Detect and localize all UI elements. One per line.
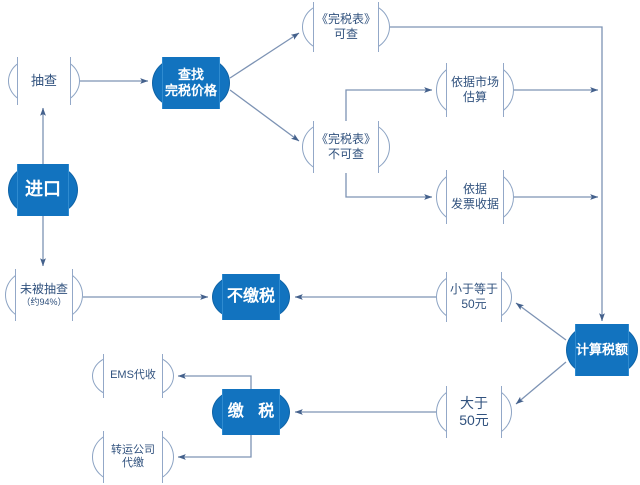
node-sublabel: （约94%）: [21, 296, 67, 307]
node-shape-body: [446, 63, 504, 117]
node-shape-body: [445, 272, 503, 322]
node-shape-body: [17, 164, 69, 216]
node-label: EMS代收: [110, 369, 156, 382]
node-shape-body: [222, 274, 280, 320]
edge-find-price-to-table-no: [229, 89, 300, 142]
node-inspect[interactable]: 抽查: [8, 57, 80, 105]
node-market-estimate[interactable]: 依据市场 估算: [436, 63, 514, 117]
node-shape-body: [17, 57, 71, 105]
node-label: 《完税表》 可查: [315, 12, 376, 41]
node-label: 转运公司 代缴: [111, 443, 155, 469]
node-shape-body: [102, 354, 164, 398]
node-shape-body: [162, 57, 220, 109]
node-label: 抽查: [30, 73, 57, 89]
node-label: 依据市场 估算: [450, 75, 499, 104]
edge-find-price-to-table-yes: [229, 32, 300, 79]
node-forwarder-pay[interactable]: 转运公司 代缴: [92, 431, 174, 483]
node-pay-tax[interactable]: 缴 税: [212, 389, 290, 435]
node-label: 《完税表》 不可查: [315, 132, 376, 161]
node-label: 进口: [25, 179, 61, 200]
node-table-not-searchable[interactable]: 《完税表》 不可查: [302, 121, 390, 173]
node-label: 缴 税: [227, 403, 280, 421]
edge-calc-to-le50: [515, 302, 567, 341]
node-shape-body: [446, 170, 504, 224]
edge-pay-tax-to-forwarder: [177, 434, 252, 460]
node-label: 未被抽查: [19, 282, 68, 297]
node-shape-body: [15, 269, 73, 321]
edge-table-no-to-market: [345, 87, 433, 122]
node-invoice-receipt[interactable]: 依据 发票收据: [436, 170, 514, 224]
node-label: 大于 50元: [459, 394, 489, 428]
node-label: 计算税额: [575, 342, 628, 358]
node-label: 不缴税: [226, 288, 275, 306]
node-table-searchable[interactable]: 《完税表》 可查: [302, 2, 390, 52]
node-import[interactable]: 进口: [8, 164, 78, 216]
edge-pay-tax-to-ems: [177, 373, 252, 390]
node-label: 查找 完税价格: [164, 67, 217, 98]
node-not-inspected[interactable]: 未被抽查 （约94%）: [5, 268, 83, 323]
node-shape-body: [575, 324, 629, 376]
node-le-50-yuan[interactable]: 小于等于 50元: [436, 272, 512, 322]
edge-table-no-to-invoice: [345, 172, 433, 200]
node-shape-body: [445, 386, 503, 438]
edge-calc-to-gt50: [515, 361, 567, 405]
node-gt-50-yuan[interactable]: 大于 50元: [436, 386, 512, 438]
node-label: 依据 发票收据: [450, 182, 499, 211]
node-label-group: 未被抽查 （约94%）: [16, 268, 72, 323]
node-ems-collect[interactable]: EMS代收: [92, 354, 174, 398]
node-shape-body: [102, 431, 164, 483]
node-no-tax[interactable]: 不缴税: [212, 274, 290, 320]
node-shape-body: [313, 2, 379, 52]
node-calculate-tax[interactable]: 计算税额: [566, 324, 638, 376]
node-shape-body: [313, 121, 379, 173]
node-label: 小于等于 50元: [449, 282, 498, 311]
node-shape-body: [222, 389, 280, 435]
node-find-price[interactable]: 查找 完税价格: [152, 57, 230, 109]
